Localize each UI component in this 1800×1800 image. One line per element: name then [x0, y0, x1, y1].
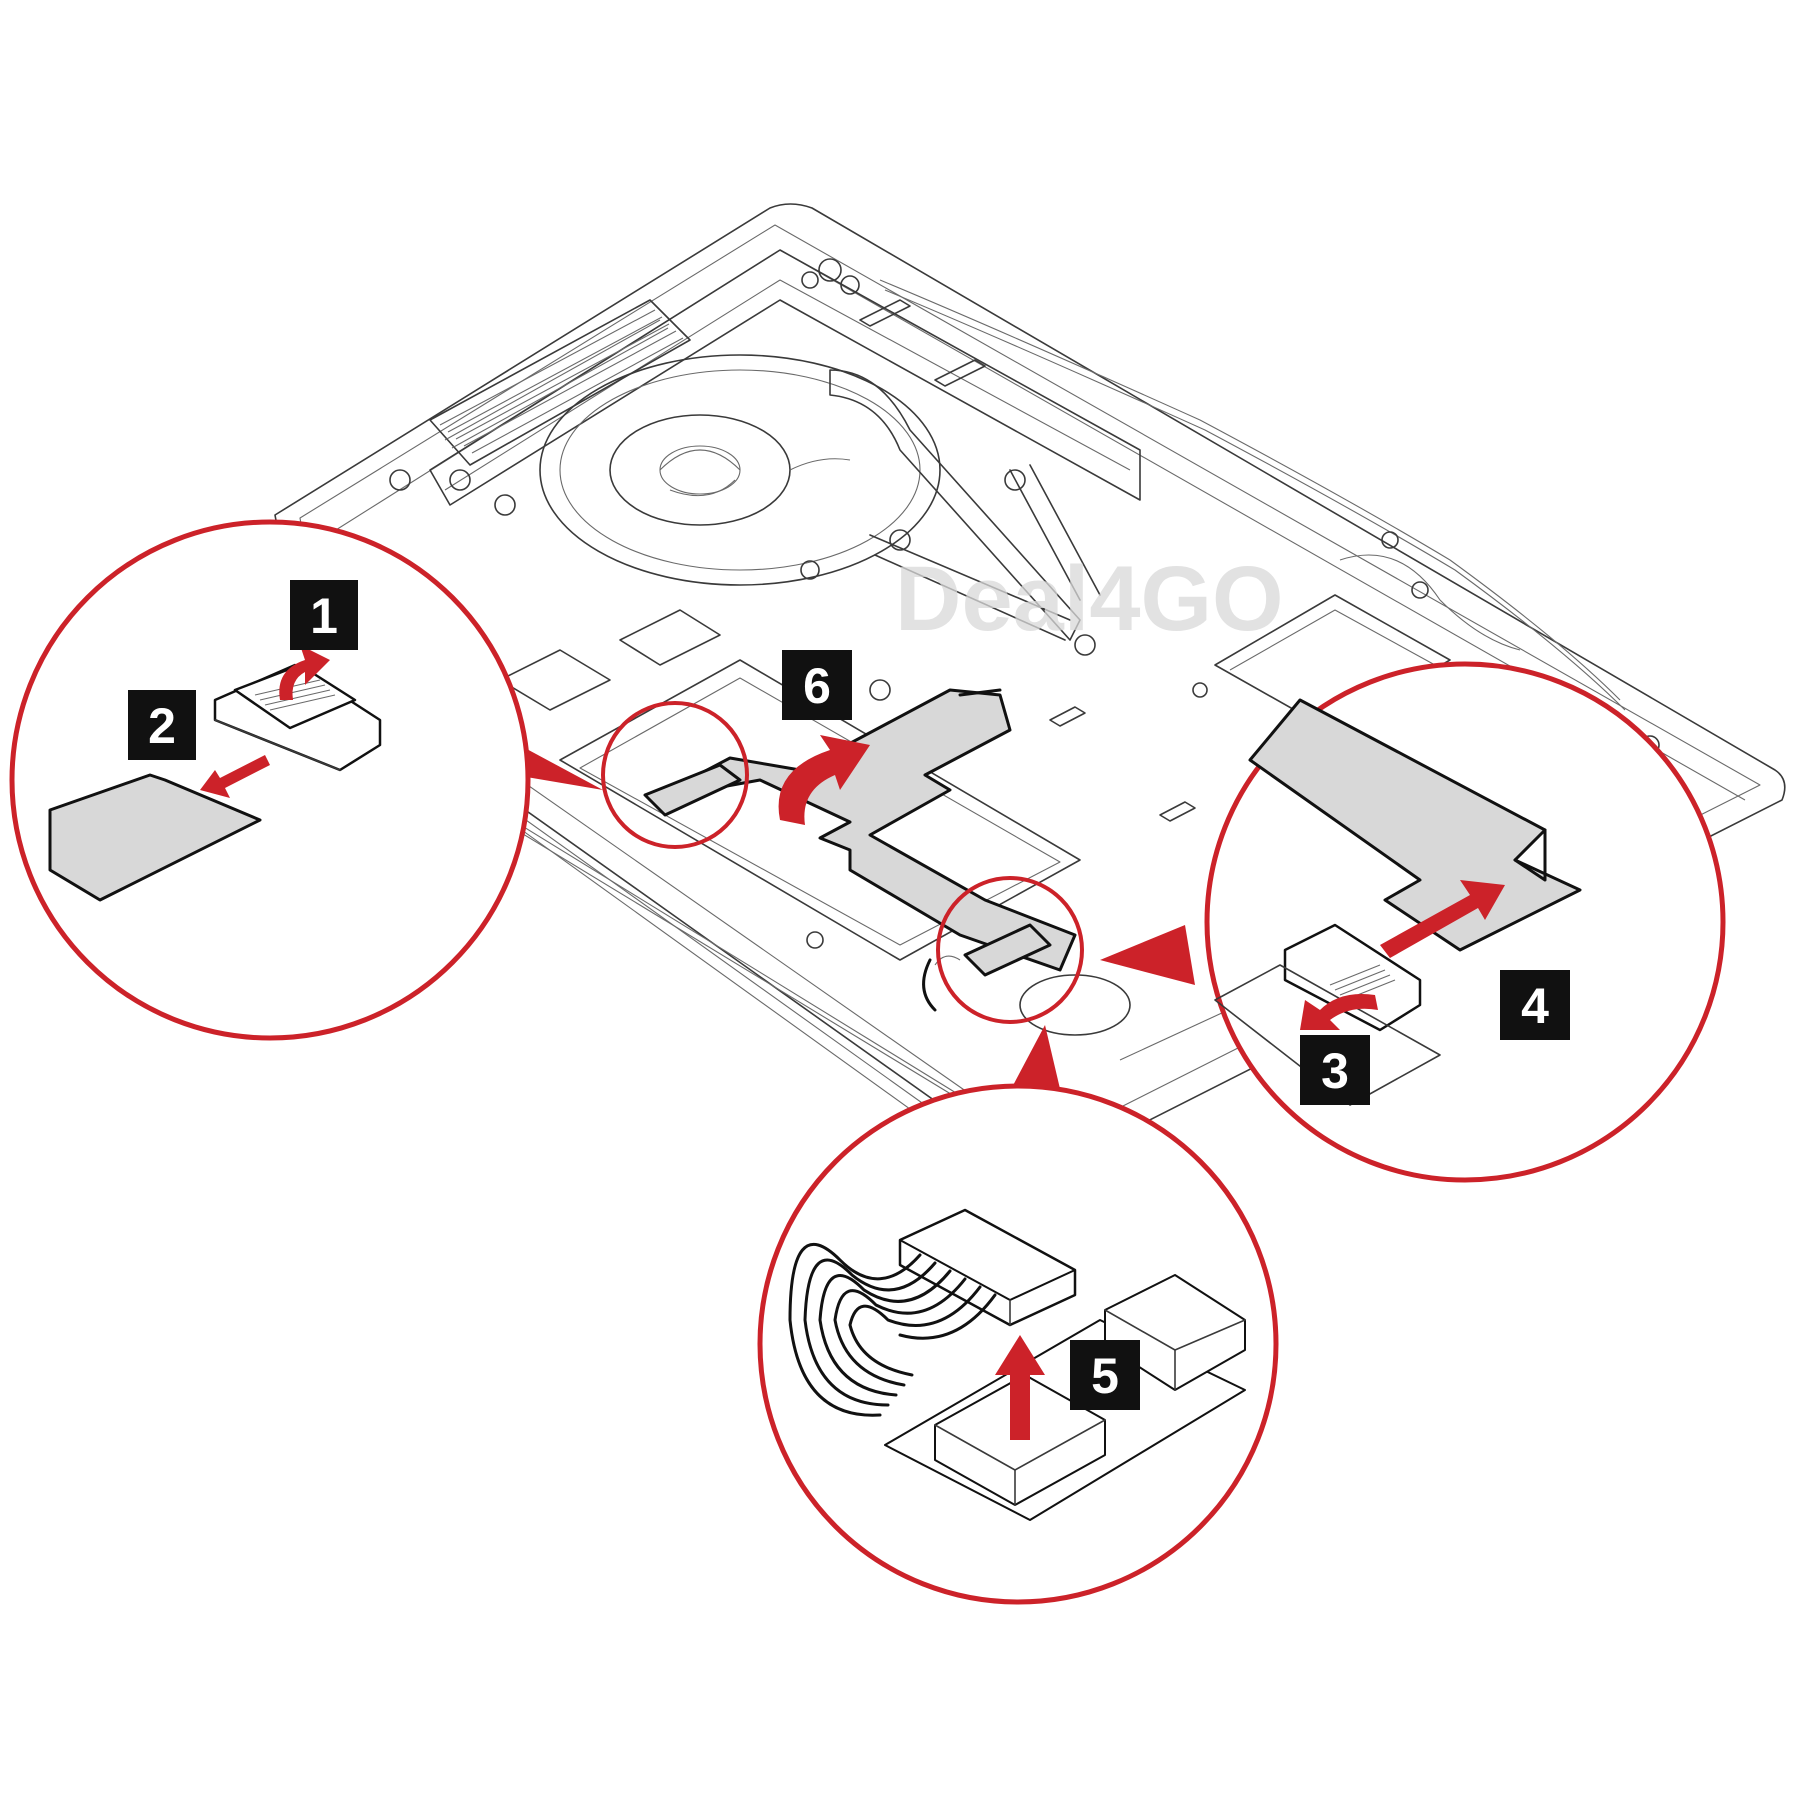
flat-ribbon-cable — [648, 688, 1077, 972]
battery-connector — [898, 1208, 1077, 1327]
cooling-fan — [539, 354, 941, 586]
step-badge-2: 2 — [128, 690, 196, 760]
detached-cable — [48, 773, 262, 902]
board-connector — [1283, 923, 1422, 1032]
svg-text:4: 4 — [1521, 978, 1549, 1034]
svg-text:3: 3 — [1321, 1043, 1349, 1099]
arrow-pull-cable — [200, 755, 270, 798]
callout-right: 3 4 — [1204, 661, 1726, 1183]
svg-text:5: 5 — [1091, 1348, 1119, 1404]
step-badge-4: 4 — [1500, 970, 1570, 1040]
svg-text:1: 1 — [310, 588, 338, 644]
watermark: Deal4GO — [895, 548, 1284, 650]
svg-text:6: 6 — [803, 658, 831, 714]
small-wire-bundle — [922, 955, 961, 1012]
pointer-right — [1100, 925, 1195, 985]
battery-wires — [788, 1242, 997, 1417]
arrow-peel-cable — [778, 735, 870, 825]
step-badge-5: 5 — [1070, 1340, 1140, 1410]
step-badge-6: 6 — [782, 650, 852, 720]
battery-area — [499, 609, 1131, 1036]
arrow-lift-latch-2 — [1300, 994, 1378, 1030]
step-badge-1: 1 — [290, 580, 358, 650]
zoom-marker-bottom — [936, 876, 1084, 1024]
heatsink-fins — [429, 299, 691, 466]
arrow-pull-cable-2 — [1380, 880, 1505, 958]
cable-end-bottom — [963, 923, 1052, 977]
arrow-lift-latch — [279, 645, 330, 700]
callout-bottom: 5 — [757, 1083, 1279, 1605]
screws — [389, 258, 891, 949]
heat-pipe — [829, 369, 1101, 656]
callout-left: 1 2 — [9, 519, 531, 1041]
zoom-marker-left — [601, 701, 749, 849]
laptop-base-cover — [274, 203, 1786, 1146]
step-badge-3: 3 — [1300, 1035, 1370, 1105]
cable-end-left — [643, 763, 742, 817]
svg-text:2: 2 — [148, 698, 176, 754]
arrow-lift-connector — [995, 1335, 1045, 1440]
